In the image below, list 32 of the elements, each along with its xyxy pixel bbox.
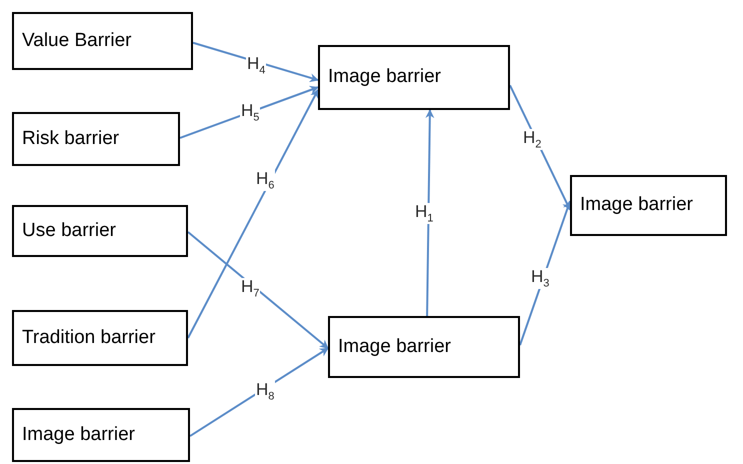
edge-label: H$_{1}$ (414, 203, 434, 224)
edge-label: H$_{5}$ (240, 102, 260, 124)
node-label: Image barrier (580, 193, 693, 218)
edge-label: H$_{8}$ (255, 381, 276, 402)
node-label: Tradition barrier (22, 326, 156, 350)
arrow (192, 42, 319, 82)
node-label: Risk barrier (22, 126, 120, 151)
node-label: Image barrier (338, 334, 451, 359)
arrow (519, 200, 572, 346)
concept-box (12, 205, 188, 257)
arrow (425, 109, 434, 316)
concept-box (12, 12, 193, 70)
node-label: Image barrier (22, 422, 135, 447)
edge-label: H$_{3}$ (530, 268, 550, 290)
concept-box (318, 45, 510, 110)
edge-label: H$_{2}$ (522, 129, 542, 150)
concept-box (570, 175, 727, 236)
concept-box (12, 408, 190, 462)
edge-label: H$_{6}$ (255, 170, 276, 192)
arrow (187, 231, 329, 349)
arrow (180, 86, 319, 139)
arrow (189, 347, 329, 437)
concept-box (12, 310, 188, 366)
node-label: Image barrier (328, 65, 441, 90)
edge-label: H$_{7}$ (240, 278, 260, 300)
arrow (187, 89, 319, 338)
concept-box (328, 316, 520, 378)
concept-box (12, 112, 180, 166)
edge-label: H$_{4}$ (246, 55, 266, 76)
node-label: Use barrier (22, 218, 116, 243)
node-label: Value Barrier (22, 28, 132, 53)
arrow (509, 84, 571, 211)
